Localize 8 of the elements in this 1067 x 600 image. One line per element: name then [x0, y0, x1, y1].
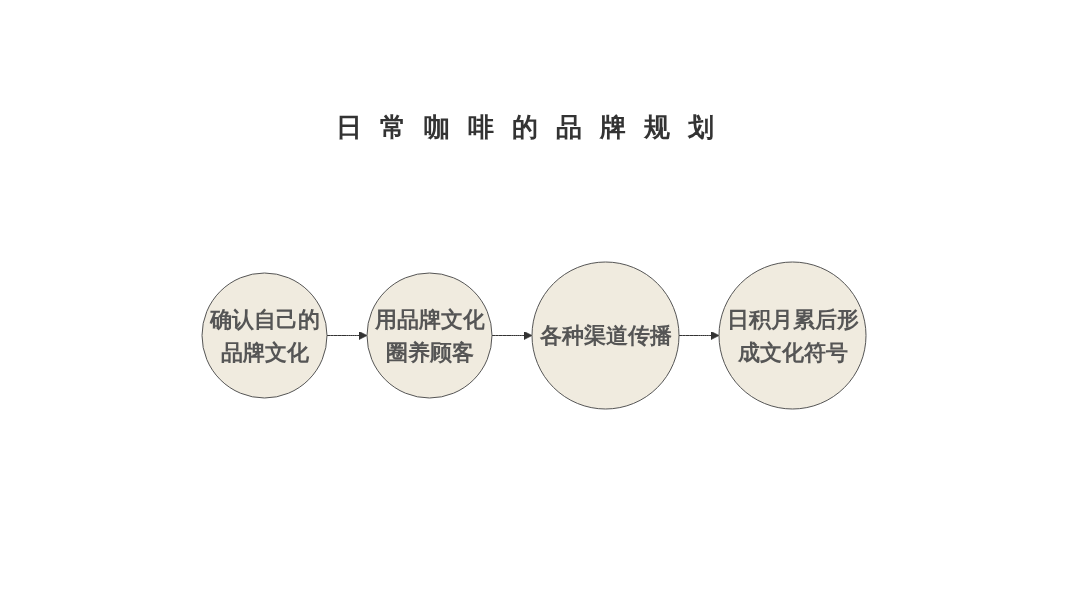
node-circle: 日积月累后形成文化符号 [718, 261, 866, 409]
node-circle: 用品牌文化圈养顾客 [366, 272, 492, 398]
arrow [678, 330, 719, 340]
arrow [326, 330, 367, 340]
title: 日常咖啡的品牌规划 [334, 111, 733, 144]
node-circle: 确认自己的品牌文化 [201, 272, 327, 398]
arrow [491, 330, 532, 340]
node-circle: 各种渠道传播 [531, 261, 679, 409]
